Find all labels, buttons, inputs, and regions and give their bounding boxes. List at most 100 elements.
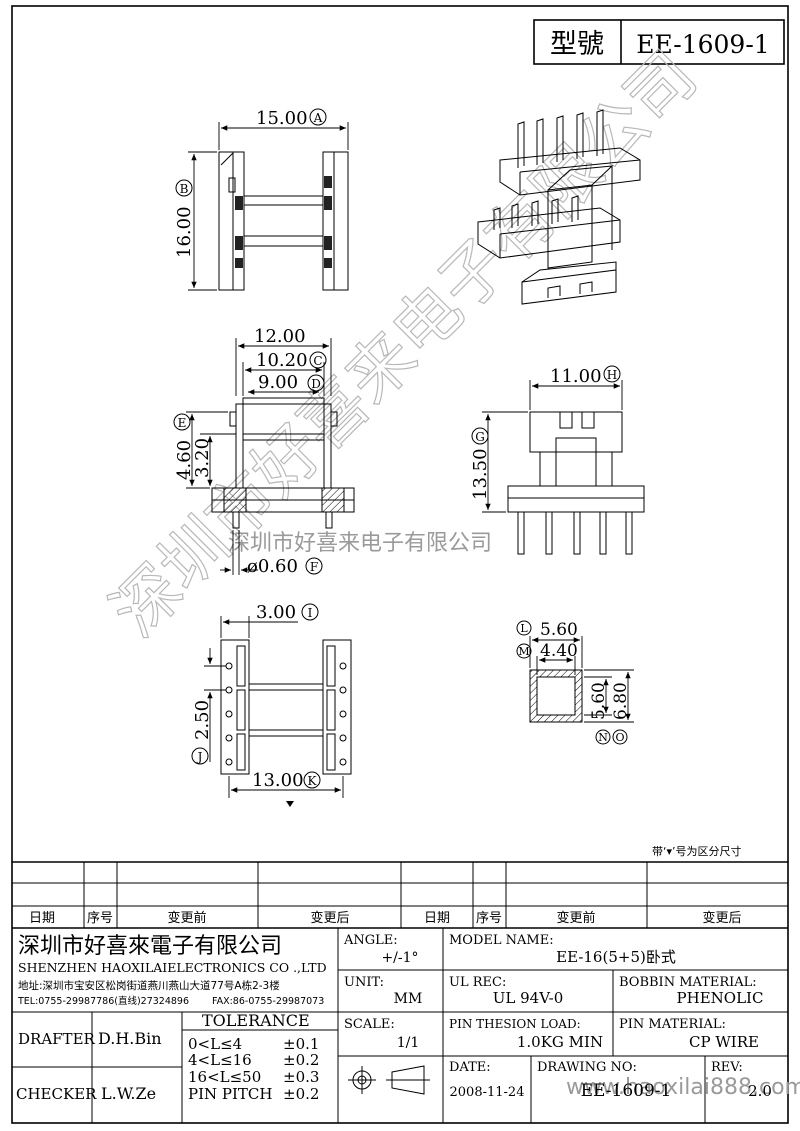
date-label: DATE: xyxy=(449,1060,491,1075)
watermark: 深圳市好喜来电子有限公司 xyxy=(96,36,712,652)
dim-b-value: 16.00 xyxy=(174,206,195,258)
drawing-no-value: EE-1609-1 xyxy=(581,1081,672,1101)
dim-d-value: 9.00 xyxy=(258,372,298,393)
pin-load-label: PIN THESION LOAD: xyxy=(449,1017,581,1031)
unit-value: MM xyxy=(394,991,423,1007)
dim-j-value: 2.50 xyxy=(192,700,213,740)
watermark-url: www.haoxilai888.com xyxy=(566,1075,800,1100)
model-header-label: 型號 xyxy=(550,29,604,60)
unit-label: UNIT: xyxy=(344,975,384,990)
date-value: 2008-11-24 xyxy=(450,1085,525,1100)
dim-i-value: 3.00 xyxy=(256,602,296,623)
marker-note: 带‘▾’号为区分尺寸 xyxy=(652,844,742,858)
dim-c-value: 10.20 xyxy=(256,350,308,371)
dim-l-tag: L xyxy=(520,622,528,635)
sheet-border xyxy=(11,5,789,1124)
ul-label: UL REC: xyxy=(449,975,506,990)
rev-header-seq-2: 序号 xyxy=(476,911,502,926)
model-name-label: MODEL NAME: xyxy=(449,933,554,948)
dim-d-tag: D xyxy=(311,377,321,391)
rev-header-before: 变更前 xyxy=(167,910,206,926)
dim-b-tag: B xyxy=(180,182,189,196)
dim-n-value: 5.60 xyxy=(589,682,609,720)
checker-label: CHECKER xyxy=(16,1085,97,1103)
side-view: 11.00 H 13.50 G xyxy=(470,365,645,555)
tolerance-range-4: PIN PITCH xyxy=(188,1085,273,1103)
company-tel: TEL:0755-29987786(直线)27324896 xyxy=(17,995,189,1007)
dim-l-value: 5.60 xyxy=(540,620,578,640)
dim-total-width: 12.00 xyxy=(254,326,306,347)
dim-o-value: 6.80 xyxy=(611,682,631,720)
company-fax: FAX:86-0755-29987073 xyxy=(212,996,324,1007)
revision-table: 日期 序号 变更前 变更后 日期 序号 变更前 变更后 xyxy=(12,861,788,929)
rev-header-after: 变更后 xyxy=(310,910,349,926)
rev-header-before-2: 变更前 xyxy=(556,910,595,926)
model-header-box: 型號 EE-1609-1 xyxy=(533,19,785,65)
projection-symbol-icon xyxy=(348,1065,430,1095)
dim-f-value: ø0.60 xyxy=(247,556,298,577)
scale-label: SCALE: xyxy=(344,1017,395,1032)
pin-material-label: PIN MATERIAL: xyxy=(619,1017,726,1032)
drafter-name: D.H.Bin xyxy=(98,1029,162,1048)
rev-header-date-2: 日期 xyxy=(424,911,450,926)
tolerance-value-4: ±0.2 xyxy=(283,1085,319,1103)
dim-a-tag: A xyxy=(313,111,323,125)
dim-g-value: 13.50 xyxy=(470,448,491,500)
rev-label: REV: xyxy=(711,1060,743,1075)
dim-f-tag: F xyxy=(310,560,318,574)
bottom-view: 3.00 I 2.50 J 13.00 K xyxy=(191,602,352,807)
dim-k-value: 13.00 xyxy=(252,770,304,791)
drafter-label: DRAFTER xyxy=(18,1030,96,1048)
rev-value: 2.0 xyxy=(748,1082,772,1100)
angle-label: ANGLE: xyxy=(343,933,398,948)
ul-value: UL 94V-0 xyxy=(493,989,564,1007)
pin-material-value: CP WIRE xyxy=(689,1033,759,1051)
company-name-cn: 深圳市好喜來電子有限公司 xyxy=(18,934,282,959)
title-block: 深圳市好喜來電子有限公司 SHENZHEN HAOXILAIELECTRONIC… xyxy=(12,928,788,1123)
front-view: 12.00 10.20 C 9.00 D 4.60 3.20 E ø0.60 F xyxy=(173,326,355,577)
angle-value: +/-1° xyxy=(381,950,418,966)
pin-load-value: 1.0KG MIN xyxy=(517,1033,603,1051)
dim-m-value: 4.40 xyxy=(540,641,578,661)
scale-value: 1/1 xyxy=(397,1035,420,1051)
tolerance-range-3: 16<L≤50 xyxy=(188,1068,261,1086)
tolerance-range-1: 0<L≤4 xyxy=(188,1035,242,1053)
dim-c-tag: C xyxy=(313,354,322,368)
rev-header-date: 日期 xyxy=(29,911,55,926)
dim-m-tag: M xyxy=(518,645,529,658)
tolerance-label: TOLERANCE xyxy=(202,1011,310,1030)
tolerance-value-3: ±0.3 xyxy=(283,1068,319,1086)
dim-j-tag: J xyxy=(196,750,203,764)
rev-header-after-2: 变更后 xyxy=(702,910,741,926)
dim-e-tag: E xyxy=(178,416,187,430)
dim-o-tag: O xyxy=(615,731,624,744)
top-view: 15.00 A 16.00 B xyxy=(174,108,349,291)
isometric-view xyxy=(477,109,641,305)
dim-i-tag: I xyxy=(308,606,313,620)
bobbin-material-label: BOBBIN MATERIAL: xyxy=(619,975,757,990)
dim-g-tag: G xyxy=(475,430,485,444)
section-view: 5.60 L 4.40 M 5.60 6.80 N O xyxy=(516,620,634,745)
dim-inner-height: 3.20 xyxy=(192,438,213,478)
drawing-no-label: DRAWING NO: xyxy=(537,1060,637,1075)
tolerance-value-1: ±0.1 xyxy=(283,1035,319,1053)
tolerance-range-2: 4<L≤16 xyxy=(188,1051,252,1069)
tolerance-value-2: ±0.2 xyxy=(283,1051,319,1069)
checker-name: L.W.Ze xyxy=(101,1084,156,1103)
dim-h-value: 11.00 xyxy=(550,366,602,387)
dim-h-tag: H xyxy=(607,368,617,382)
watermark-center: 深圳市好喜来电子有限公司 xyxy=(228,531,492,556)
dim-k-tag: K xyxy=(308,774,318,788)
watermark-main: 深圳市好喜来电子有限公司 xyxy=(97,37,711,651)
company-name-en: SHENZHEN HAOXILAIELECTRONICS CO .,LTD xyxy=(18,960,327,975)
dim-a-value: 15.00 xyxy=(256,108,308,129)
rev-header-seq: 序号 xyxy=(87,911,113,926)
company-address: 地址:深圳市宝安区松岗街道燕川燕山大道77号A栋2-3楼 xyxy=(18,979,280,992)
model-header-value: EE-1609-1 xyxy=(636,30,769,59)
marker-triangle-icon xyxy=(286,801,294,807)
model-name-value: EE-16(5+5)卧式 xyxy=(556,948,676,966)
dim-n-tag: N xyxy=(598,731,608,744)
dim-e-value: 4.60 xyxy=(174,440,195,480)
bobbin-material-value: PHENOLIC xyxy=(677,989,764,1007)
